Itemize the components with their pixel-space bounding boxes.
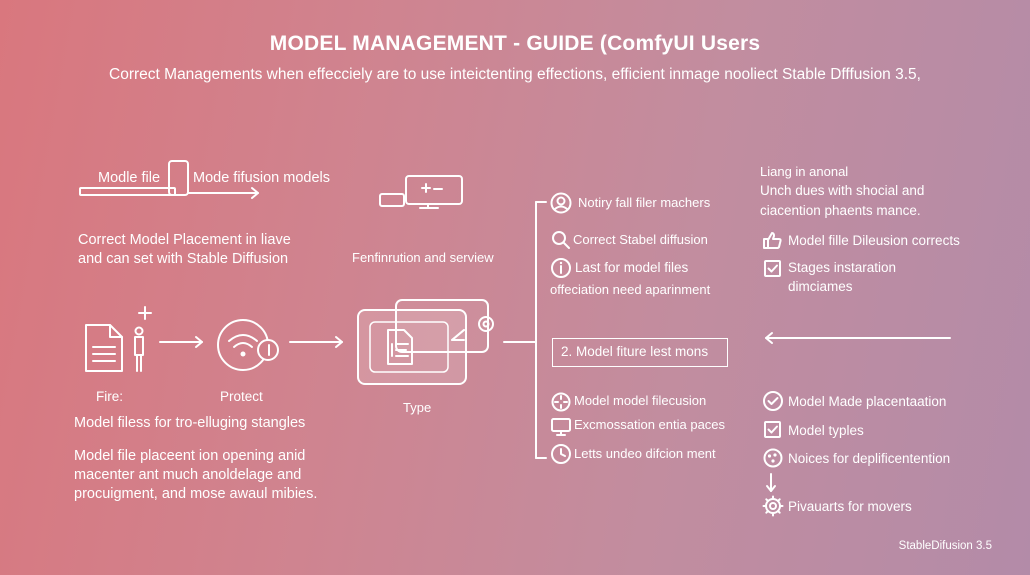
- middle-bottom-item-3: Letts undeo difcion ment: [574, 446, 716, 461]
- devices-icon: [379, 175, 463, 209]
- type-label: Type: [403, 400, 432, 415]
- func-service-label: Fenfinrution and serview: [352, 250, 494, 265]
- right-item-2-line-1: Stages instaration: [788, 260, 897, 275]
- middle-item-4: offeciation need aparinment: [550, 282, 711, 297]
- type-document-box: [357, 299, 494, 385]
- settings-dots-icon: [763, 448, 783, 468]
- middle-item-3: Last for model files: [575, 260, 689, 275]
- clock-icon: [551, 444, 571, 464]
- description-line-3: procuigment, and mose awaul mibies.: [74, 486, 318, 502]
- middle-item-2: Correct Stabel diffusion: [573, 232, 708, 247]
- model-files-label: Model filess for tro-elluging stangles: [74, 415, 306, 431]
- right-item-2-line-2: dimciames: [788, 279, 853, 294]
- right-bottom-item-4: Pivauarts for movers: [788, 499, 912, 514]
- step-box: 2. Model fiture lest mons: [552, 338, 728, 367]
- monitor-icon: [551, 418, 571, 436]
- middle-item-1: Notiry fall filer machers: [578, 195, 711, 210]
- middle-bottom-item-1: Model model filecusion: [574, 393, 707, 408]
- right-intro-line-3: ciacention phaents mance.: [760, 203, 921, 218]
- description-line-1: Model file placeent ion opening anid: [74, 448, 306, 464]
- user-circle-icon: [550, 192, 572, 214]
- page-title: MODEL MANAGEMENT - GUIDE (ComfyUI Users: [269, 32, 761, 55]
- protect-wifi-icon: [217, 319, 279, 371]
- right-intro-line-1: Liang in anonal: [760, 164, 849, 179]
- right-intro-line-2: Unch dues with shocial and: [760, 183, 925, 198]
- person-plus-icon: [134, 306, 152, 372]
- gear-icon: [762, 495, 784, 517]
- arrow-down-icon: [766, 473, 776, 492]
- check-square-icon-small: [764, 260, 781, 277]
- right-bottom-item-3: Noices for deplificentention: [788, 451, 951, 466]
- info-icon: [551, 258, 571, 278]
- check-circle-icon: [763, 391, 783, 411]
- search-icon: [552, 231, 570, 249]
- crosshair-icon: [551, 392, 571, 412]
- arrow-right-icon-2: [289, 336, 343, 348]
- right-item-1: Model fille Dileusion corrects: [788, 233, 960, 248]
- middle-bottom-item-2: Excmossation entia paces: [574, 417, 726, 432]
- page-subtitle: Correct Managements when effecciely are …: [109, 66, 921, 83]
- thumbs-up-icon: [763, 232, 782, 249]
- right-bottom-item-2: Model typles: [788, 423, 864, 438]
- arrow-left-icon: [765, 332, 951, 344]
- fire-label: Fire:: [96, 389, 123, 404]
- protect-label: Protect: [220, 389, 263, 404]
- arrow-right-icon: [159, 336, 203, 348]
- description-line-2: macenter ant much anoldelage and: [74, 467, 302, 483]
- placement-line-1: Correct Model Placement in liave: [78, 232, 291, 248]
- model-file-label: Modle file: [98, 170, 161, 186]
- mode-diffusion-label: Mode fifusion models: [193, 170, 331, 186]
- footer-version: StableDifusion 3.5: [898, 540, 992, 552]
- document-icon: [85, 324, 123, 372]
- check-square-icon: [764, 421, 781, 438]
- model-file-arrow-diagram: [79, 160, 259, 199]
- placement-line-2: and can set with Stable Diffusion: [78, 251, 289, 267]
- right-bottom-item-1: Model Made placentaation: [788, 394, 947, 409]
- bracket-connector: [503, 201, 547, 459]
